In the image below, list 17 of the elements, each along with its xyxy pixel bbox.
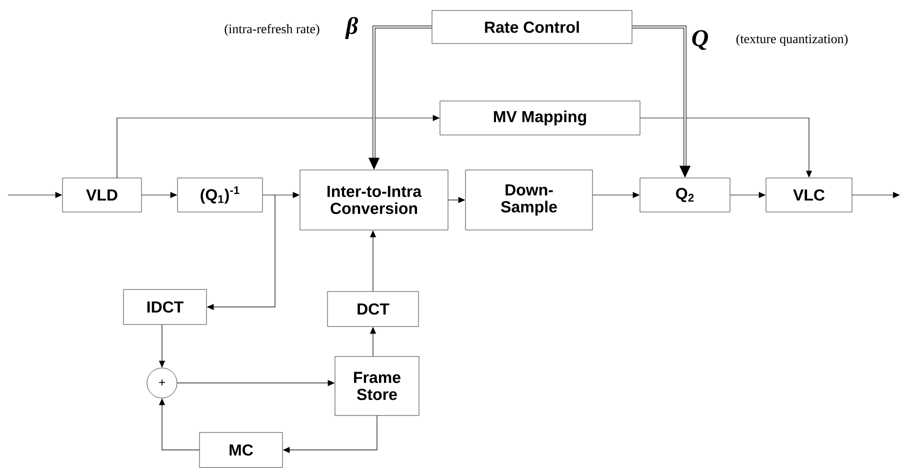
process-box: VLD [62,178,142,212]
note-text: (intra-refresh rate) [224,24,320,36]
summing-junction: + [146,368,178,398]
process-box: Inter-to-Intra Conversion [300,170,448,230]
process-box: VLC [766,178,852,212]
process-box: Frame Store [334,356,420,416]
process-box: Q$_{2}$ [640,178,730,212]
process-box: MC [199,432,283,468]
note-text: (texture quantization) [736,34,848,46]
process-box: DCT [327,291,419,327]
process-box: IDCT [123,289,207,325]
process-box: Down-Sample [465,170,593,230]
process-box: (Q$_{1}$)$^{-1}$ [177,178,263,212]
process-box: MV Mapping [440,100,640,136]
edge-label: β [345,17,358,39]
process-box: Rate Control [432,10,632,44]
edge-label: Q [692,30,708,50]
